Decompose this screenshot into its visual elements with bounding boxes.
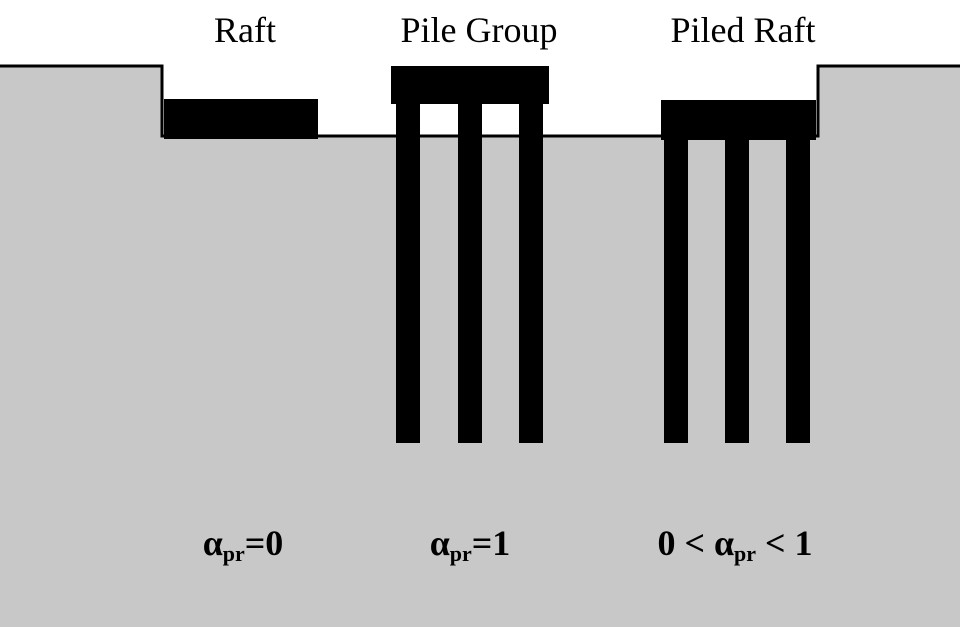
pile <box>519 100 543 443</box>
pile <box>725 136 749 443</box>
pile-cap <box>391 66 549 104</box>
alpha-symbol: α <box>714 523 734 563</box>
raft-slab <box>164 99 318 139</box>
raft-foundation <box>164 99 318 139</box>
pile <box>664 136 688 443</box>
alpha-suffix: < 1 <box>756 523 813 563</box>
pile <box>396 100 420 443</box>
alpha-symbol: α <box>203 523 223 563</box>
alpha-prefix: 0 < <box>657 523 714 563</box>
pile <box>786 136 810 443</box>
alpha-subscript: pr <box>450 541 472 566</box>
pile-group-title: Pile Group <box>401 10 558 50</box>
pile-group-alpha-label: αpr=1 <box>430 523 511 566</box>
alpha-symbol: α <box>430 523 450 563</box>
pile <box>458 100 482 443</box>
alpha-suffix: =1 <box>472 523 511 563</box>
alpha-subscript: pr <box>223 541 245 566</box>
ground-surface-line <box>0 64 960 138</box>
piled-raft-alpha-label: 0 < αpr < 1 <box>657 523 812 566</box>
pile-group-foundation <box>391 66 549 443</box>
alpha-subscript: pr <box>734 541 756 566</box>
alpha-suffix: =0 <box>245 523 284 563</box>
piled-raft-foundation <box>661 100 816 443</box>
raft-title: Raft <box>214 10 276 50</box>
raft-alpha-label: αpr=0 <box>203 523 284 566</box>
piled-raft-title: Piled Raft <box>671 10 816 50</box>
raft-slab <box>661 100 816 140</box>
